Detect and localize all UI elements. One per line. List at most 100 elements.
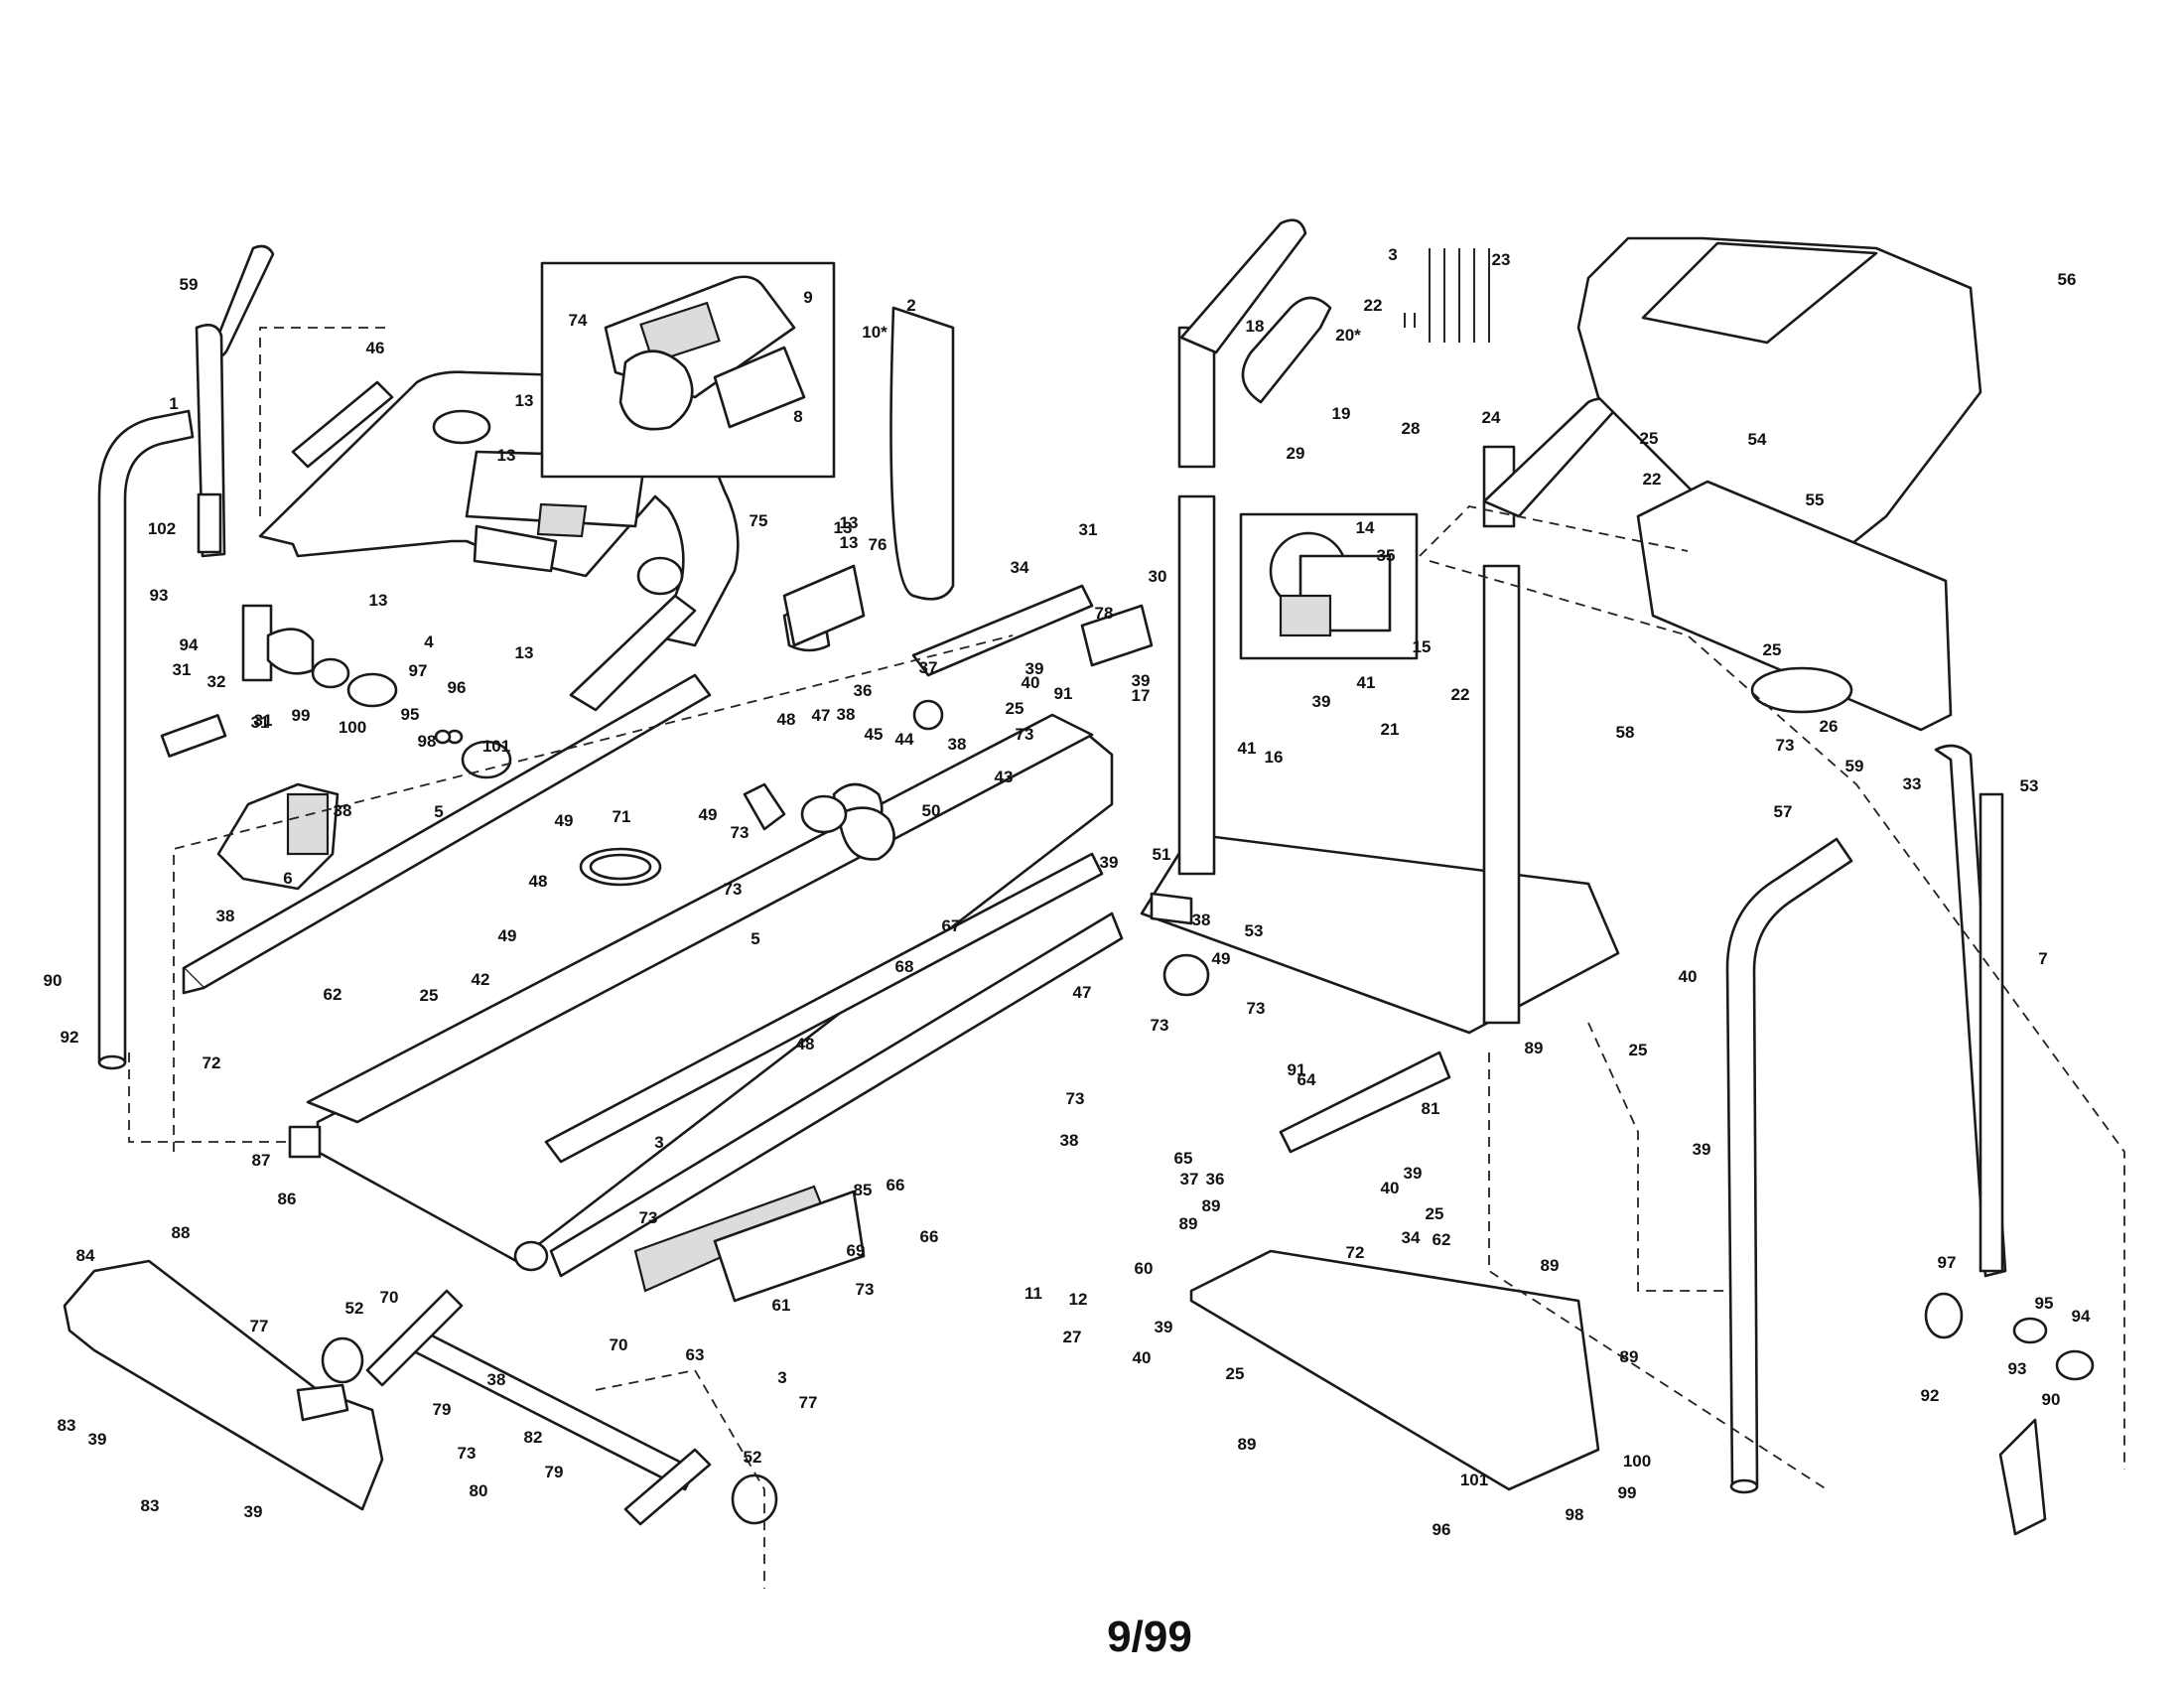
- part-callout-73: 73: [639, 1208, 658, 1227]
- drive-pulley-part: [912, 699, 944, 731]
- part-callout-73: 73: [1151, 1016, 1169, 1035]
- part-callout-5: 5: [434, 802, 443, 821]
- part-callout-52: 52: [345, 1299, 364, 1318]
- wheel-part-left: [461, 740, 512, 779]
- part-callout-90: 90: [44, 971, 63, 990]
- console-grip-right-part: [569, 594, 697, 712]
- part-callout-8: 8: [793, 407, 802, 426]
- part-callout-91: 91: [1054, 684, 1073, 703]
- part-callout-13: 13: [834, 518, 853, 537]
- part-callout-96: 96: [448, 678, 467, 697]
- part-callout-12: 12: [1069, 1290, 1088, 1309]
- left-side-rail-lip-part: [182, 968, 205, 995]
- part-callout-39: 39: [1312, 692, 1331, 711]
- part-callout-88: 88: [172, 1223, 191, 1242]
- washer-part-left-2: [434, 729, 452, 745]
- motor-housing-part: [286, 792, 330, 856]
- part-callout-13: 13: [515, 643, 534, 662]
- part-callout-98: 98: [1566, 1505, 1584, 1524]
- part-callout-39: 39: [1404, 1164, 1423, 1183]
- console-speaker-part: [618, 350, 694, 431]
- part-callout-83: 83: [58, 1416, 76, 1435]
- part-callout-32: 32: [207, 672, 226, 691]
- part-callout-48: 48: [529, 872, 548, 891]
- part-callout-18: 18: [1246, 317, 1265, 336]
- part-callout-62: 62: [324, 985, 342, 1004]
- part-callout-97: 97: [409, 661, 428, 680]
- roller-end-cap-part-right: [2055, 1349, 2095, 1381]
- part-callout-99: 99: [292, 706, 311, 725]
- part-callout-23: 23: [1492, 250, 1511, 269]
- part-callout-101: 101: [482, 737, 510, 756]
- part-callout-38: 38: [1060, 1131, 1079, 1150]
- front-wheel-right-part: [731, 1474, 778, 1525]
- rear-roller-end-part: [288, 1125, 322, 1159]
- right-upright-part: [1177, 494, 1216, 876]
- bracket-plate-part: [1080, 604, 1154, 667]
- part-callout-25: 25: [1640, 429, 1659, 448]
- part-callout-39: 39: [1100, 853, 1119, 872]
- part-callout-9: 9: [803, 288, 812, 307]
- wire-bundle-part: [1404, 248, 1490, 343]
- part-callout-64: 64: [1297, 1070, 1316, 1089]
- part-callout-66: 66: [920, 1227, 939, 1246]
- drive-belt-loop-part: [1241, 296, 1332, 404]
- rear-roller-assembly-part: [837, 806, 895, 861]
- part-callout-25: 25: [1006, 699, 1024, 718]
- part-callout-53: 53: [1245, 921, 1264, 940]
- drive-belt-inner-part: [589, 853, 652, 881]
- part-callout-96: 96: [1433, 1520, 1451, 1539]
- part-callout-27: 27: [1063, 1328, 1082, 1346]
- assembly-line-7: [128, 1052, 288, 1143]
- part-callout-21: 21: [1381, 720, 1400, 739]
- part-callout-39: 39: [244, 1502, 263, 1521]
- motor-hood-top-part: [1641, 241, 1878, 345]
- part-callout-73: 73: [856, 1280, 875, 1299]
- part-callout-31: 31: [173, 660, 192, 679]
- rear-crossbar-part: [1279, 1051, 1451, 1154]
- part-callout-70: 70: [610, 1335, 628, 1354]
- part-callout-89: 89: [1179, 1214, 1198, 1233]
- part-callout-6: 6: [283, 869, 292, 888]
- walking-belt-part: [306, 713, 1094, 1124]
- part-callout-16: 16: [1265, 748, 1284, 767]
- part-callout-93: 93: [2008, 1359, 2027, 1378]
- part-callout-89: 89: [1525, 1039, 1544, 1057]
- part-callout-49: 49: [498, 926, 517, 945]
- part-callout-4: 4: [424, 632, 434, 651]
- roller-sleeve-part: [311, 657, 350, 689]
- console-grip-left-part: [291, 380, 394, 469]
- assembly-line-2: [173, 634, 1014, 1152]
- part-callout-37: 37: [919, 658, 938, 677]
- part-callout-87: 87: [252, 1151, 271, 1170]
- part-callout-73: 73: [724, 880, 743, 899]
- part-callout-35: 35: [1377, 546, 1396, 565]
- part-callout-52: 52: [744, 1448, 762, 1467]
- part-callout-74: 74: [569, 311, 588, 330]
- part-callout-63: 63: [686, 1345, 705, 1364]
- part-callout-28: 28: [1402, 419, 1421, 438]
- part-callout-34: 34: [1402, 1228, 1421, 1247]
- part-callout-56: 56: [2058, 270, 2077, 289]
- part-callout-38: 38: [837, 705, 856, 724]
- part-callout-98: 98: [418, 732, 437, 751]
- part-callout-13: 13: [515, 391, 534, 410]
- part-callout-38: 38: [334, 801, 352, 820]
- part-callout-14: 14: [1356, 518, 1375, 537]
- part-callout-30: 30: [1149, 567, 1167, 586]
- part-callout-11: 11: [1024, 1284, 1042, 1303]
- console-circuit-board-part: [713, 346, 806, 429]
- part-callout-75: 75: [750, 511, 768, 530]
- part-callout-13: 13: [497, 446, 516, 465]
- motor-mount-part: [1279, 594, 1332, 637]
- part-callout-47: 47: [1073, 983, 1092, 1002]
- part-callout-95: 95: [2035, 1294, 2054, 1313]
- roller-end-cap-part: [346, 672, 398, 708]
- part-callout-67: 67: [942, 916, 961, 935]
- motor-tray-part: [713, 1190, 866, 1303]
- rear-upright-part: [1725, 837, 1853, 1486]
- part-callout-22: 22: [1451, 685, 1470, 704]
- part-callout-31: 31: [1079, 520, 1098, 539]
- part-callout-13: 13: [840, 533, 859, 552]
- part-callout-13: 13: [369, 591, 388, 610]
